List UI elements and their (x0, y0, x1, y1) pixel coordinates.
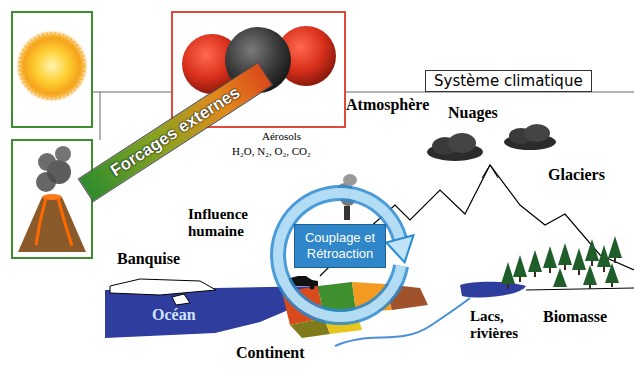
volcano-icon-part (38, 153, 56, 171)
forcing-band: Forcages externes (77, 62, 273, 203)
sea-ice-part (172, 294, 190, 305)
car-icon-part (310, 285, 315, 290)
volcano-icon-part (18, 197, 86, 252)
component-label: Continent (236, 344, 304, 362)
sun-icon-part (21, 35, 83, 97)
tree-part (519, 277, 521, 282)
feedback-ring-part (278, 193, 401, 317)
process-box: Couplage et Rétroaction (294, 224, 386, 268)
ground-line (526, 288, 634, 290)
sun-icon-part (12, 12, 92, 127)
tree-part (507, 284, 509, 289)
tree-part (614, 258, 616, 263)
tree-part (589, 285, 591, 289)
volcano-icon-part (55, 146, 71, 162)
tree-part (543, 246, 557, 268)
cloud (427, 124, 556, 161)
cloud-part (524, 124, 550, 142)
feedback-ring-part (386, 235, 413, 262)
tree-part (528, 250, 542, 272)
tree-part (591, 261, 593, 266)
mountain-part (482, 165, 498, 178)
tree-part (513, 255, 527, 277)
tree-part (558, 243, 572, 265)
tree-part (564, 265, 566, 270)
tree-part (603, 267, 605, 272)
sphere-label: Atmosphère (346, 96, 429, 114)
tree-part (501, 262, 515, 284)
volcano-icon-part (58, 198, 72, 246)
sun-icon-part (16, 30, 88, 102)
cloud-part (448, 133, 476, 153)
river-part (460, 282, 526, 298)
sea-ice (110, 279, 216, 305)
component-label: Océan (152, 306, 196, 324)
frame-line-part (100, 92, 101, 140)
volcano-icon-part (12, 140, 92, 258)
sun-icon (12, 12, 92, 127)
component-label: Aérosols (262, 130, 301, 143)
component-label: Nuages (448, 104, 498, 122)
ground-line-part (526, 288, 634, 290)
node-text: Système climatique (434, 72, 583, 90)
tree-part (534, 272, 536, 277)
feedback-ring (278, 193, 413, 317)
tree-part (583, 265, 597, 285)
node-text: Forcages externes (92, 73, 258, 190)
component-label: Glaciers (548, 166, 605, 184)
component-label: Biomasse (543, 308, 607, 326)
feedback-ring-part (278, 193, 401, 317)
component-label: Lacs, rivières (470, 308, 532, 343)
tree-part (608, 236, 622, 258)
tree-part (605, 263, 619, 283)
volcano-icon (12, 140, 92, 258)
tree-part (578, 270, 580, 275)
tree-part (585, 239, 599, 261)
component-label: Banquise (117, 250, 180, 268)
factory-smoke-part (343, 174, 357, 186)
tree-part (549, 268, 551, 273)
tree-part (553, 268, 567, 287)
tree-part (611, 283, 613, 287)
title-box: Système climatique (425, 70, 592, 92)
component-label: Influence humaine (188, 206, 268, 241)
factory-smoke-part (344, 206, 350, 220)
component-label: H₂O, N₂, O₂, CO₂ (232, 145, 311, 158)
volcano-icon-part (36, 198, 46, 245)
sea-ice-part (110, 279, 216, 295)
tree-part (572, 248, 586, 270)
tree (501, 236, 622, 289)
node-text: Couplage et Rétroaction (299, 230, 381, 261)
